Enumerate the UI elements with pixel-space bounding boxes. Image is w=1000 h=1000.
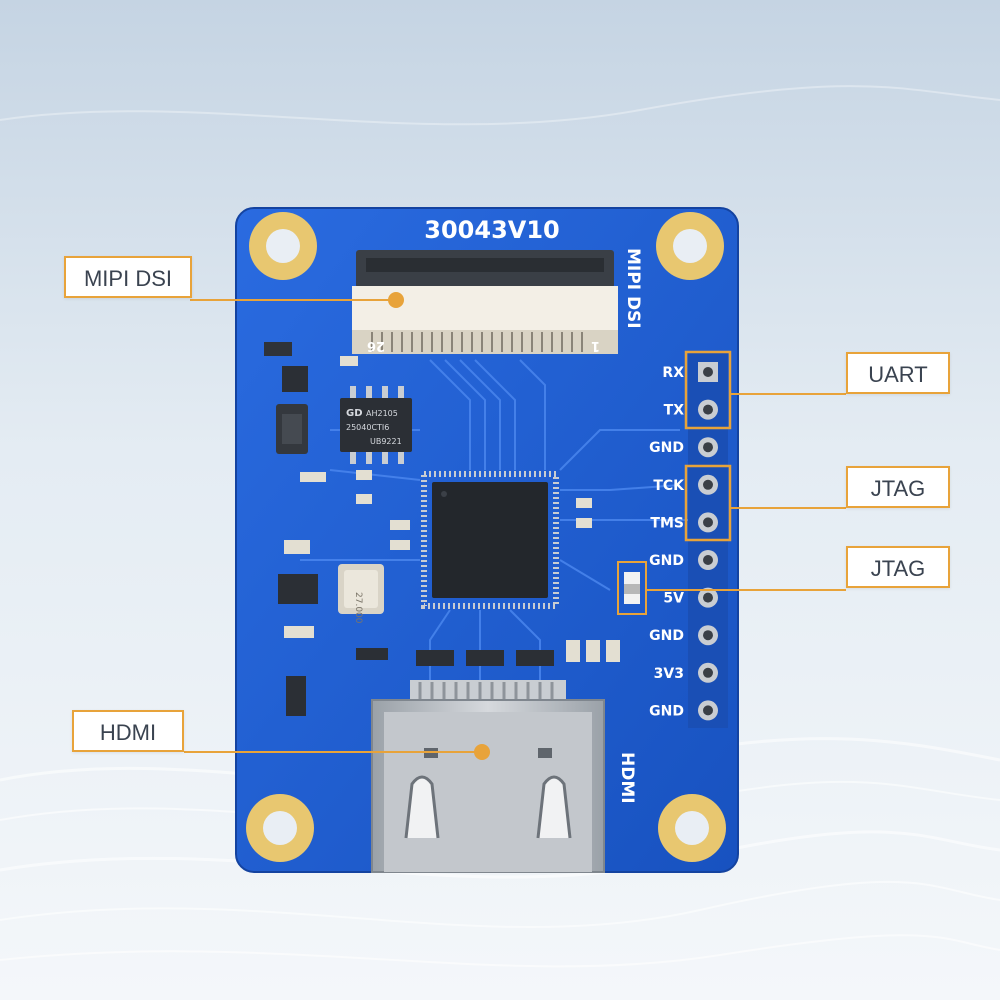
hdmi-callout: HDMI <box>72 710 184 752</box>
uart-callout: UART <box>846 352 950 394</box>
header-pin-hole <box>703 592 713 603</box>
header-pin-gnd-5: GND <box>649 550 718 570</box>
header-pin-hole <box>703 367 713 377</box>
header-pin-hole <box>703 555 713 565</box>
header-pin-3v3-8: 3V3 <box>654 662 718 683</box>
pin-group-highlights <box>684 350 732 542</box>
mounting-hole-bottom-left <box>246 794 314 862</box>
header-pin-label: GND <box>649 440 684 456</box>
power-led <box>617 561 647 615</box>
header-pin-tx-1: TX <box>664 399 718 420</box>
header-pin-gnd-2: GND <box>649 437 718 458</box>
header-pin-hole <box>703 630 713 641</box>
mounting-hole-top-left <box>249 212 317 280</box>
header-pin-5v-6: 5V <box>663 587 718 608</box>
header-pin-label: TMS <box>650 515 684 531</box>
jtag-callout-bottom: JTAG <box>846 546 950 588</box>
board-model-label: 30043V10 <box>424 216 559 244</box>
header-pin-label: GND <box>649 553 684 569</box>
hdmi-port <box>371 680 605 873</box>
header-pin-tck-3: TCK <box>653 474 718 495</box>
header-pin-hole <box>703 517 713 528</box>
mipi-dsi-callout: MIPI DSI <box>64 256 192 298</box>
header-pin-label: TX <box>664 403 685 419</box>
main-processor-chip <box>421 471 559 609</box>
header-pin-label: TCK <box>653 478 685 494</box>
header-pin-rx-0: RX <box>662 362 718 382</box>
crystal-oscillator: 27.000 <box>338 564 384 624</box>
flash-chip-line3: UB9221 <box>370 437 402 446</box>
uart-pin-highlight <box>684 350 732 430</box>
hdmi-silkscreen-label: HDMI <box>617 752 637 804</box>
voltage-regulator <box>276 366 308 454</box>
crystal-label: 27.000 <box>353 592 363 624</box>
pcb-board: 30043V10 MIPI DSI HDMI 26 1 GD AH2105 25… <box>235 207 739 873</box>
flash-chip: GD AH2105 25040CTI6 UB9221 <box>340 386 412 464</box>
mipi-dsi-fpc-connector <box>352 250 618 354</box>
callout-leader-lines <box>184 299 846 753</box>
header-pin-gnd-7: GND <box>649 625 718 646</box>
pcb-traces <box>300 359 690 680</box>
header-pin-label: RX <box>662 365 684 381</box>
flash-chip-line2: 25040CTI6 <box>346 423 389 432</box>
jtag-pin-highlight <box>684 464 732 542</box>
mounting-hole-bottom-right <box>658 794 726 862</box>
fpc-pin-last-label: 1 <box>591 338 600 353</box>
jtag-callout-top: JTAG <box>846 466 950 508</box>
smd-components <box>264 342 620 716</box>
header-pin-tms-4: TMS <box>650 512 718 533</box>
header-pin-hole <box>703 705 713 716</box>
header-pin-label: 3V3 <box>654 666 684 682</box>
hdmi-target-dot <box>474 744 490 760</box>
header-pin-gnd-9: GND <box>649 700 718 721</box>
header-pin-label: 5V <box>663 591 684 607</box>
header-pin-label: GND <box>649 703 684 719</box>
flash-chip-line1: AH2105 <box>366 409 398 418</box>
header-pin-hole <box>703 667 713 678</box>
mipi-target-dot <box>388 292 404 308</box>
header-pin-label: GND <box>649 628 684 644</box>
mounting-hole-top-right <box>656 212 724 280</box>
flash-chip-brand: GD <box>346 408 363 419</box>
header-pin-hole <box>703 404 713 415</box>
header-pin-hole <box>703 479 713 490</box>
header-pin-hole <box>703 442 713 453</box>
fpc-pin-first-label: 26 <box>367 338 385 353</box>
mipi-dsi-silkscreen-label: MIPI DSI <box>623 248 643 329</box>
